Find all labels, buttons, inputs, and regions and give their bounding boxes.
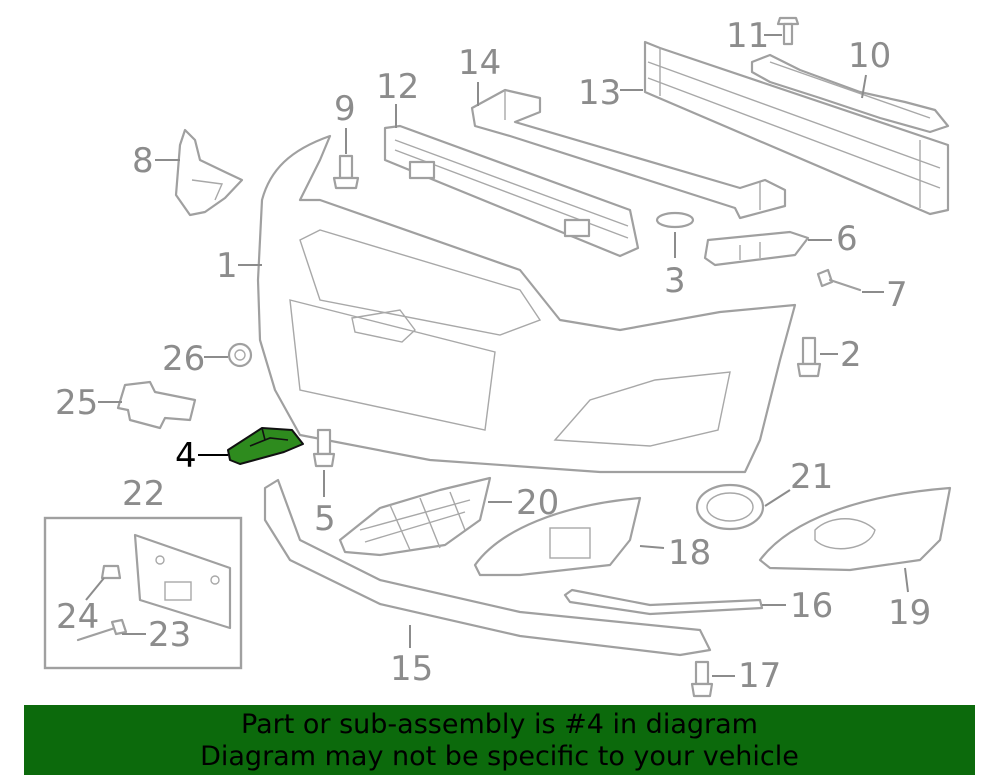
callout-3: 3	[664, 232, 686, 301]
callout-number: 24	[56, 597, 99, 637]
callout-8: 8	[132, 141, 180, 181]
callout-9: 9	[334, 89, 356, 154]
callout-6: 6	[808, 219, 858, 259]
callout-13: 13	[578, 73, 643, 113]
callout-number: 18	[668, 533, 711, 573]
part-8-side-bracket	[174, 128, 244, 217]
part-11-bolt	[776, 16, 800, 46]
callout-number: 12	[376, 67, 419, 107]
callout-5: 5	[314, 470, 336, 539]
part-1-bumper-fascia	[256, 134, 797, 474]
callout-number: 22	[122, 474, 165, 514]
callout-number: 11	[726, 16, 769, 56]
callout-12: 12	[376, 67, 419, 128]
callout-14: 14	[458, 43, 501, 106]
callout-15: 15	[390, 625, 433, 689]
part-22-license-plate-kit	[43, 516, 243, 670]
callout-number: 6	[836, 219, 858, 259]
part-26-nut	[227, 342, 253, 368]
part-18-fog-lamp-bezel	[473, 496, 642, 577]
callout-number: 7	[886, 275, 908, 315]
part-25-emblem	[116, 380, 197, 430]
part-6-bracket	[703, 230, 810, 267]
part-5-pin	[312, 428, 336, 468]
part-15-lower-air-deflector	[263, 478, 712, 657]
callout-18: 18	[639, 533, 711, 573]
part-13-impact-bar	[643, 40, 950, 216]
callout-number: 21	[790, 457, 833, 497]
callout-7: 7	[862, 275, 908, 315]
callout-24: 24	[56, 577, 105, 637]
callout-25: 25	[55, 383, 122, 423]
callout-number: 23	[148, 615, 191, 655]
part-17-pin	[690, 660, 714, 698]
banner-line-2: Diagram may not be specific to your vehi…	[200, 741, 799, 772]
callout-22: 22	[122, 474, 165, 514]
part-9-push-pin	[332, 154, 360, 190]
callout-1: 1	[216, 246, 262, 286]
banner-line-1: Part or sub-assembly is #4 in diagram	[241, 709, 758, 740]
part-21-fog-lamp-ring	[695, 483, 765, 531]
part-23-bolt	[76, 618, 128, 642]
callout-19: 19	[888, 567, 931, 633]
callout-number: 2	[840, 335, 862, 375]
part-24-screw	[100, 564, 122, 580]
callout-number: 10	[848, 36, 891, 76]
callout-number: 4	[175, 436, 197, 476]
callout-number: 15	[390, 649, 433, 689]
callout-16: 16	[762, 586, 833, 626]
part-2-pin	[796, 336, 822, 378]
callout-10: 10	[848, 36, 891, 99]
part-12-energy-absorber	[383, 124, 640, 258]
part-16-trim-strip	[563, 588, 764, 616]
callout-number: 25	[55, 383, 98, 423]
part-3-grommet	[655, 211, 695, 229]
callout-number: 16	[790, 586, 833, 626]
part-19-fog-lamp-bezel	[758, 486, 952, 572]
part-20-grille	[338, 476, 492, 557]
notice-banner: Part or sub-assembly is #4 in diagram Di…	[24, 705, 975, 775]
callout-4: 4	[175, 436, 228, 476]
callout-17: 17	[712, 656, 781, 696]
part-10-bar-bracket	[750, 53, 950, 134]
callout-2: 2	[820, 335, 862, 375]
callout-number: 9	[334, 89, 356, 129]
callout-23: 23	[122, 615, 191, 655]
callout-number: 14	[458, 43, 501, 83]
part-4-bracket-highlighted	[227, 427, 304, 465]
part-7-screw	[816, 268, 862, 292]
callout-number: 19	[888, 593, 931, 633]
callout-number: 1	[216, 246, 238, 286]
callout-21: 21	[764, 457, 833, 507]
callout-20: 20	[488, 483, 559, 523]
callout-number: 5	[314, 499, 336, 539]
callout-26: 26	[162, 339, 228, 379]
callout-number: 17	[738, 656, 781, 696]
callout-number: 3	[664, 261, 686, 301]
callout-11: 11	[726, 16, 782, 56]
callout-number: 8	[132, 141, 154, 181]
part-14-upper-support	[470, 88, 787, 220]
callout-number: 13	[578, 73, 621, 113]
callout-number: 20	[516, 483, 559, 523]
callout-number: 26	[162, 339, 205, 379]
